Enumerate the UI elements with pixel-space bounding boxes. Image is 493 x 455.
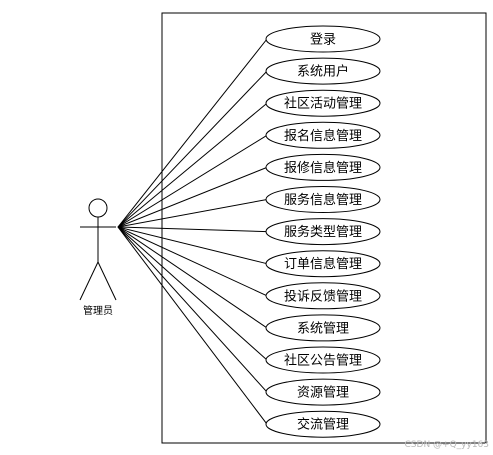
use-case-label: 社区公告管理	[284, 353, 362, 369]
use-case-ellipse	[265, 346, 381, 374]
use-case-label: 订单信息管理	[284, 256, 362, 272]
association-line	[117, 226, 268, 393]
use-case: 社区活动管理	[265, 89, 381, 117]
association-line	[117, 134, 268, 228]
use-case-label: 资源管理	[297, 386, 349, 401]
association-line	[117, 226, 268, 425]
use-case: 报名信息管理	[265, 121, 381, 149]
use-case: 交流管理	[265, 410, 381, 438]
use-case-ellipse	[265, 378, 381, 406]
use-case-ellipse	[265, 25, 381, 53]
use-case-label: 系统用户	[297, 64, 349, 80]
use-case: 系统用户	[265, 57, 381, 85]
use-case-ellipse	[265, 250, 381, 278]
use-case-label: 登录	[310, 33, 336, 48]
use-case-ellipse	[265, 410, 381, 438]
use-case: 服务信息管理	[265, 186, 381, 213]
use-cases: 登录系统用户社区活动管理报名信息管理报修信息管理服务信息管理服务类型管理订单信息…	[265, 25, 381, 438]
actor-left-leg	[79, 261, 99, 301]
use-case: 社区公告管理	[265, 346, 381, 374]
use-case-ellipse	[265, 218, 381, 246]
use-case-ellipse	[265, 153, 381, 181]
use-case: 系统管理	[265, 314, 381, 342]
association-line	[117, 166, 268, 228]
use-case: 登录	[265, 25, 381, 53]
use-case-label: 交流管理	[297, 417, 349, 433]
use-case-label: 服务信息管理	[284, 192, 362, 208]
association-line	[117, 226, 268, 297]
actor-label: 管理员	[83, 304, 113, 317]
use-case: 资源管理	[265, 378, 381, 406]
association-lines	[117, 38, 268, 425]
use-case-label: 报名信息管理	[284, 128, 362, 144]
use-case-ellipse	[265, 186, 381, 213]
association-line	[117, 226, 268, 361]
use-case-ellipse	[265, 314, 381, 342]
association-line	[117, 226, 268, 329]
use-case: 投诉反馈管理	[265, 282, 381, 310]
actor-head	[88, 198, 108, 218]
use-case-label: 服务类型管理	[284, 224, 362, 240]
watermark: CSDN @+Q_yy163	[405, 440, 489, 450]
use-case-ellipse	[265, 89, 381, 117]
use-case-label: 报修信息管理	[284, 160, 362, 176]
use-case-label: 投诉反馈管理	[284, 288, 362, 304]
association-line	[117, 226, 268, 233]
use-case-label: 社区活动管理	[284, 96, 362, 112]
actor-admin	[79, 198, 117, 301]
association-line	[117, 70, 268, 228]
use-case: 服务类型管理	[265, 218, 381, 246]
use-case-ellipse	[265, 57, 381, 85]
use-case-ellipse	[265, 282, 381, 310]
association-line	[117, 226, 268, 265]
use-case: 报修信息管理	[265, 153, 381, 181]
association-line	[117, 199, 268, 228]
use-case: 订单信息管理	[265, 250, 381, 278]
actor-right-leg	[97, 261, 117, 301]
use-case-ellipse	[265, 121, 381, 149]
use-case-label: 系统管理	[297, 321, 349, 336]
association-line	[117, 102, 268, 228]
association-line	[117, 38, 268, 228]
